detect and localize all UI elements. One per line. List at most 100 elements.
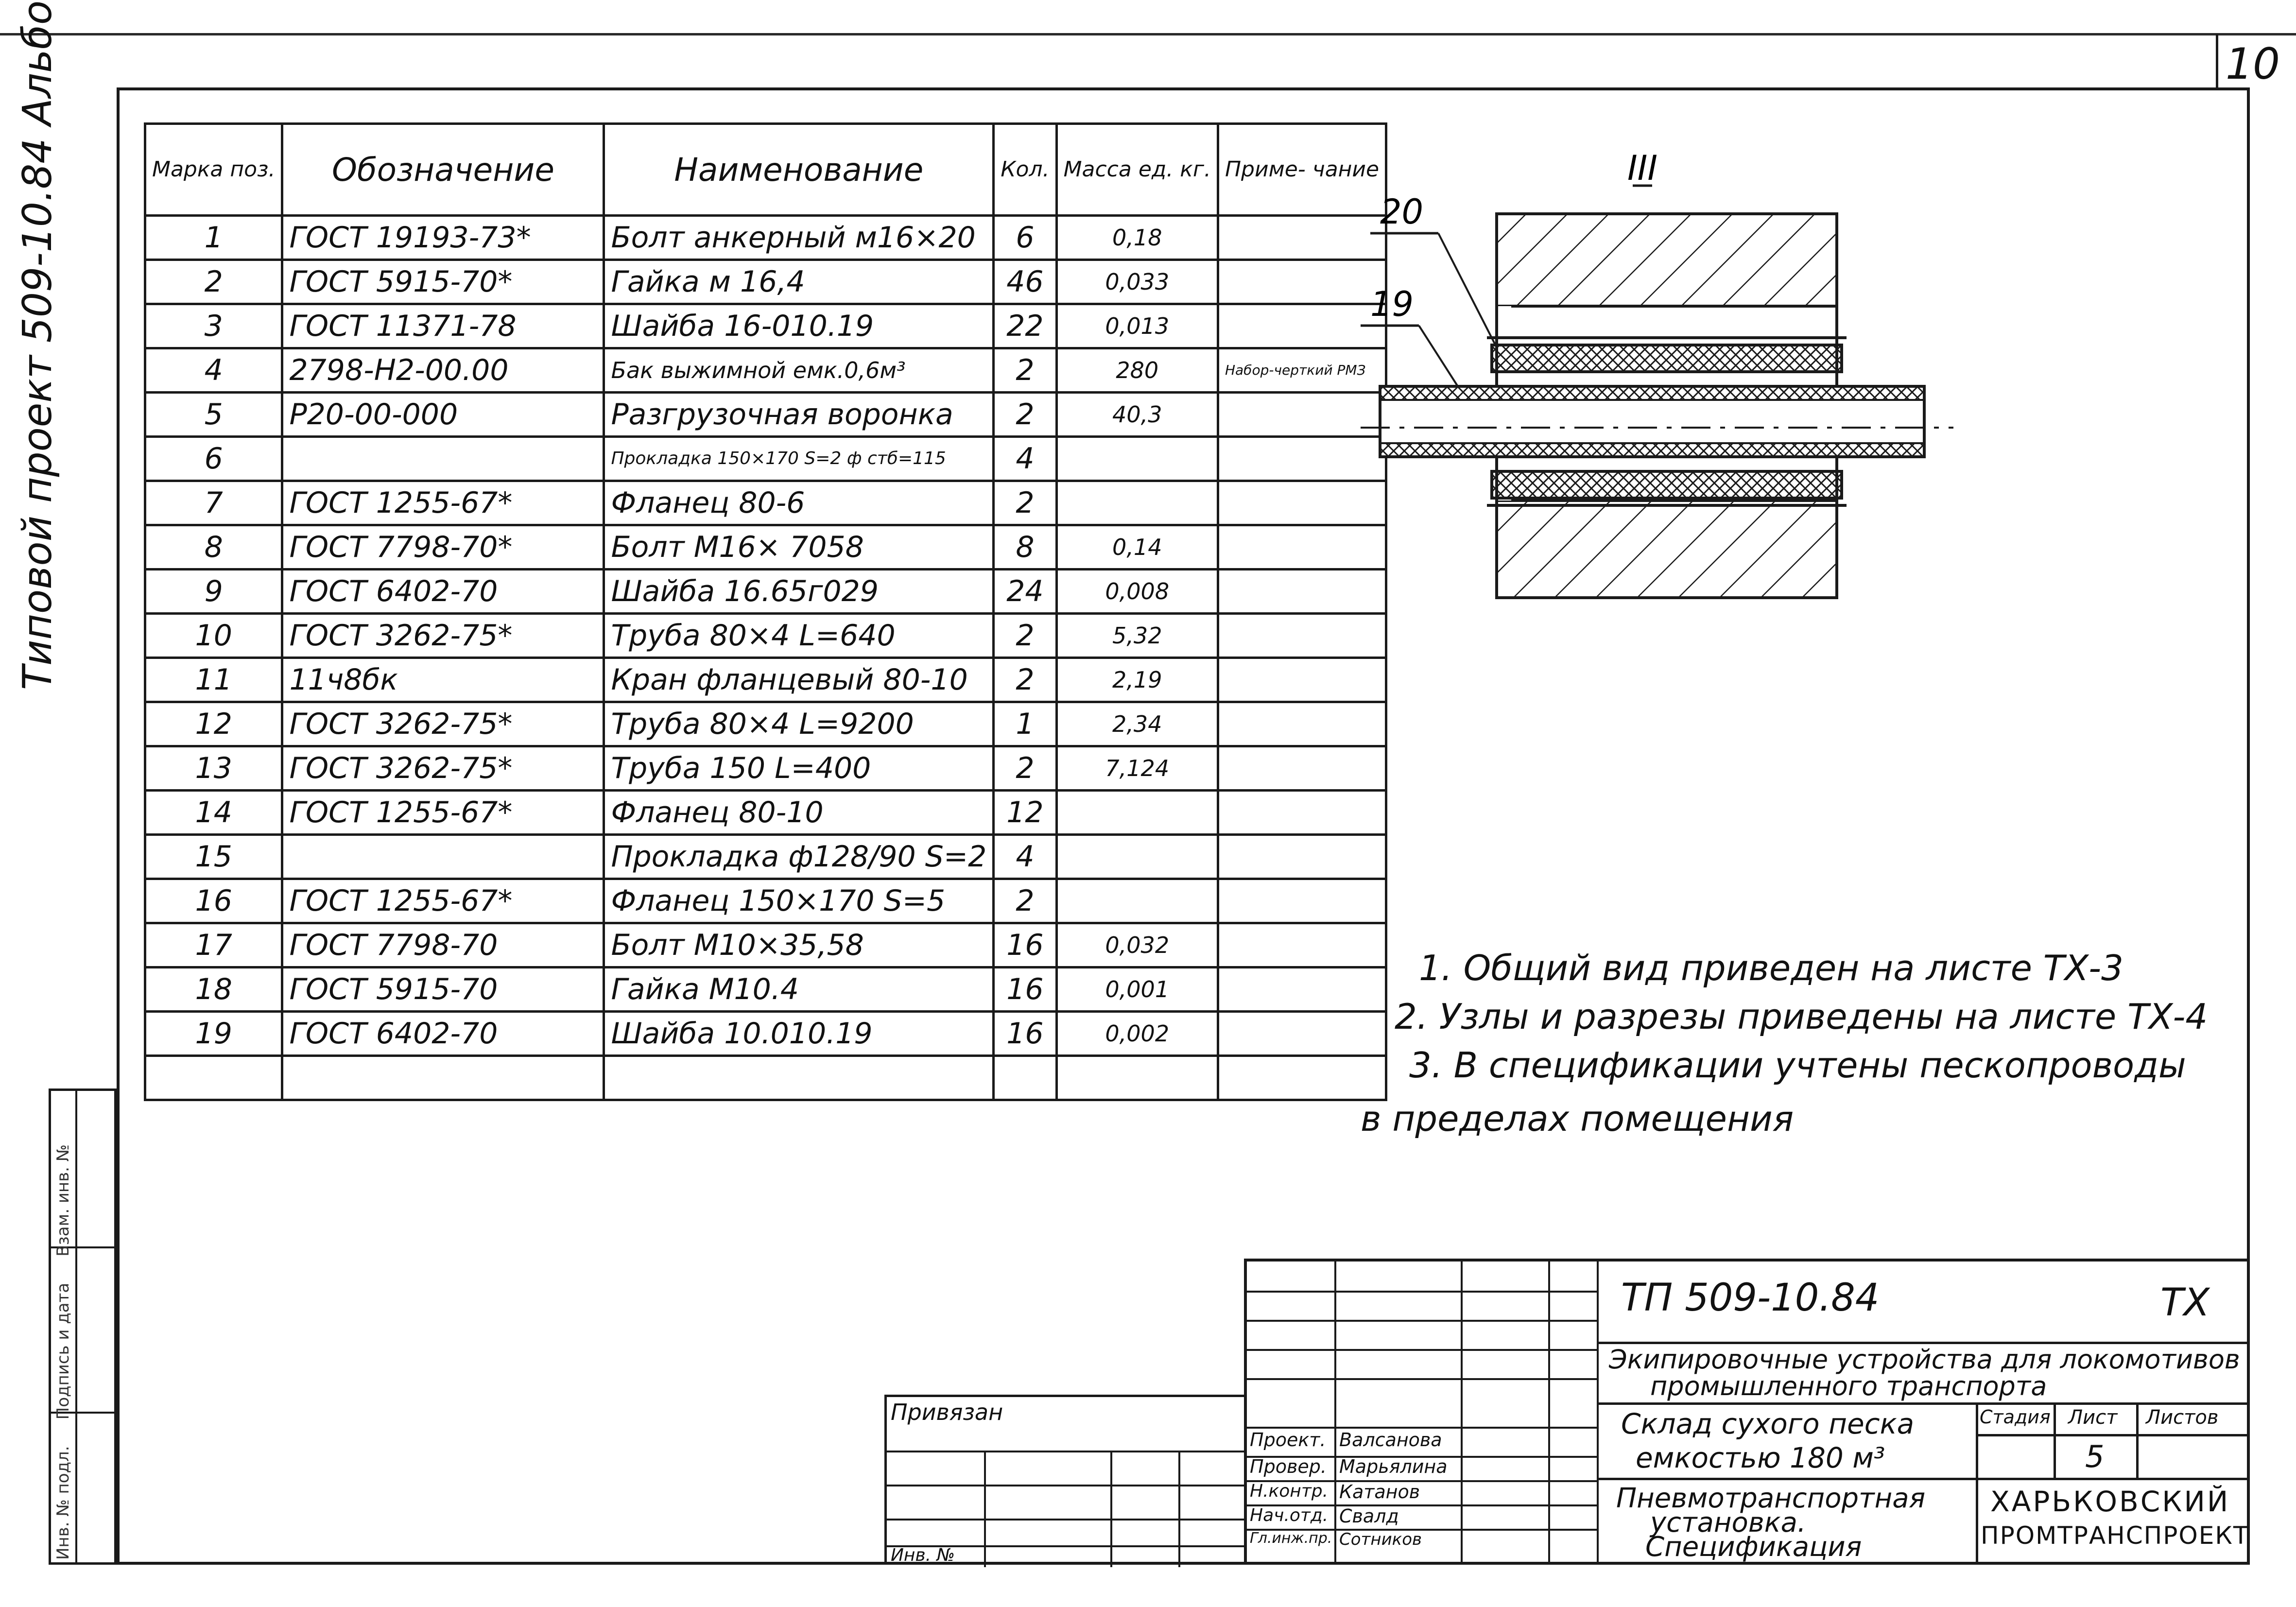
cell-designation: Р20-00-000: [281, 391, 605, 438]
cell-mass: 0,002: [1055, 1010, 1219, 1057]
cell-mass: [1055, 789, 1219, 836]
cell-name: Труба 150 L=400: [603, 745, 995, 792]
sheet-title-1: Пневмотранспортная: [1616, 1483, 1926, 1514]
cell-qty: 1: [992, 701, 1058, 747]
cell-qty: 6: [992, 214, 1058, 261]
name-4: Сотников: [1339, 1530, 1422, 1549]
cell-note: [1216, 568, 1388, 615]
cell-mass: [1055, 833, 1219, 880]
callout-19: 19: [1370, 284, 1414, 324]
wall-upper: [1495, 212, 1838, 308]
cell-pos: 9: [143, 568, 284, 615]
cell-name: Гайка М10.4: [603, 966, 995, 1013]
header-designation: Обозначение: [281, 122, 605, 217]
cell-qty: 12: [992, 789, 1058, 836]
side-stamp-label-sign: Подпись и дата: [53, 1282, 73, 1420]
seal-lower: [1490, 470, 1843, 500]
cell-note: [1216, 480, 1388, 526]
cell-mass: 0,033: [1055, 259, 1219, 305]
cell-qty: 4: [992, 435, 1058, 482]
cell-note: [1216, 966, 1388, 1013]
cell-designation: ГОСТ 3262-75*: [281, 612, 605, 659]
header-mass: Масса ед. кг.: [1055, 122, 1219, 217]
cell-qty: 2: [992, 657, 1058, 703]
cell-designation: ГОСТ 6402-70: [281, 568, 605, 615]
note-3: 3. В спецификации учтены пескопроводы: [1409, 1045, 2186, 1086]
cell-qty: 16: [992, 1010, 1058, 1057]
cell-note: [1216, 1010, 1388, 1057]
cell-pos: 8: [143, 524, 284, 570]
doc-code: ТП 509-10.84: [1621, 1276, 1880, 1320]
col-stage-label: Стадия: [1980, 1406, 2051, 1428]
cell-designation: [281, 435, 605, 482]
cell-qty: [992, 1054, 1058, 1101]
cell-designation: 2798-Н2-00.00: [281, 347, 605, 394]
section-drawing: III 20 19: [1361, 148, 1953, 599]
cell-pos: 11: [143, 657, 284, 703]
cell-designation: ГОСТ 3262-75*: [281, 745, 605, 792]
cell-mass: 5,32: [1055, 612, 1219, 659]
sheet-value: 5: [2085, 1439, 2105, 1474]
cell-note: [1216, 789, 1388, 836]
vertical-album-title: Типовой проект 509-10.84 Альбом I: [15, 0, 61, 690]
side-stamp-label-inv: Инв. № подл.: [53, 1446, 73, 1560]
cell-mass: 280: [1055, 347, 1219, 394]
cell-mass: 0,001: [1055, 966, 1219, 1013]
cell-designation: 11ч8бк: [281, 657, 605, 703]
wall-lower: [1495, 499, 1838, 599]
object-title-2: емкостью 180 м³: [1636, 1441, 1885, 1474]
cell-name: Шайба 16-010.19: [603, 303, 995, 349]
cell-qty: 2: [992, 612, 1058, 659]
table-row: [143, 1054, 1388, 1101]
cell-designation: ГОСТ 3262-75*: [281, 701, 605, 747]
side-stamp-labels: Инв. № подл. Подпись и дата Взам. инв. №: [53, 1093, 83, 1560]
cell-name: Труба 80×4 L=9200: [603, 701, 995, 747]
cell-pos: 14: [143, 789, 284, 836]
cell-designation: ГОСТ 1255-67*: [281, 480, 605, 526]
inv-number-label: Инв. №: [891, 1545, 955, 1565]
cell-pos: 3: [143, 303, 284, 349]
cell-qty: 46: [992, 259, 1058, 305]
cell-pos: 10: [143, 612, 284, 659]
cell-mass: 7,124: [1055, 745, 1219, 792]
cell-qty: 2: [992, 745, 1058, 792]
cell-designation: ГОСТ 11371-78: [281, 303, 605, 349]
cell-note: [1216, 612, 1388, 659]
cell-mass: [1055, 878, 1219, 924]
role-2: Н.контр.: [1250, 1481, 1329, 1501]
cell-note: [1216, 214, 1388, 261]
col-sheet-label: Лист: [2068, 1406, 2118, 1429]
role-0: Проект.: [1250, 1429, 1326, 1451]
cell-designation: [281, 1054, 605, 1101]
cell-mass: 0,013: [1055, 303, 1219, 349]
cell-qty: 8: [992, 524, 1058, 570]
cell-pos: 2: [143, 259, 284, 305]
cell-name: Шайба 16.65г029: [603, 568, 995, 615]
cell-pos: 1: [143, 214, 284, 261]
sheet-title-2: установка.: [1650, 1507, 1806, 1538]
cell-mass: 0,14: [1055, 524, 1219, 570]
cell-designation: ГОСТ 1255-67*: [281, 878, 605, 924]
col-sheets-label: Листов: [2146, 1406, 2219, 1429]
cell-pos: 18: [143, 966, 284, 1013]
project-name-2: промышленного транспорта: [1650, 1371, 2047, 1401]
cell-name: Болт М10×35,58: [603, 922, 995, 968]
cell-mass: 2,19: [1055, 657, 1219, 703]
note-1: 1. Общий вид приведен на листе ТХ-3: [1419, 948, 2123, 988]
cell-qty: 4: [992, 833, 1058, 880]
role-4: Гл.инж.пр.: [1250, 1530, 1332, 1547]
name-2: Катанов: [1339, 1481, 1420, 1503]
cell-designation: ГОСТ 7798-70*: [281, 524, 605, 570]
cell-qty: 16: [992, 922, 1058, 968]
cell-mass: 2,34: [1055, 701, 1219, 747]
